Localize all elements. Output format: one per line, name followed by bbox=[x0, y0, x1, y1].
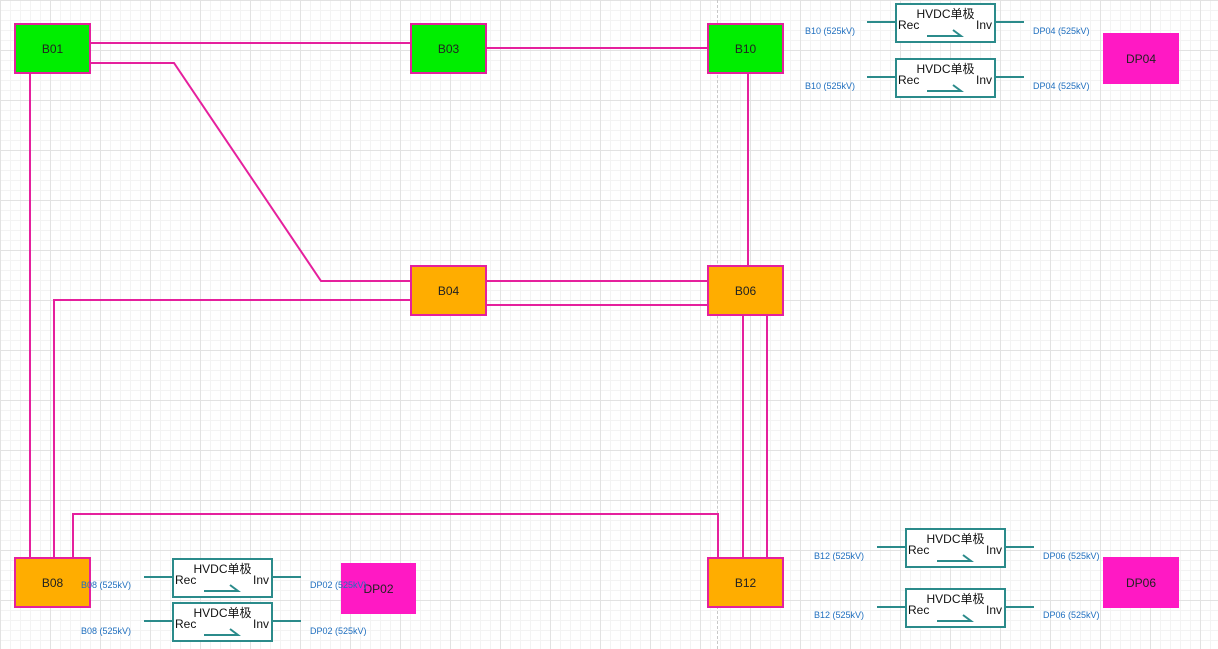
inv-label: Inv bbox=[252, 617, 269, 631]
hvdc-converter[interactable]: HVDC单极 Rec Inv bbox=[867, 58, 1024, 98]
converter-title: HVDC单极 bbox=[193, 606, 252, 620]
bus-b04[interactable]: B04 bbox=[410, 265, 487, 316]
input-lead bbox=[877, 546, 905, 548]
converter-arrow-icon bbox=[927, 84, 964, 92]
input-lead bbox=[867, 21, 895, 23]
hvdc-converter[interactable]: HVDC单极 Rec Inv bbox=[877, 588, 1034, 628]
rec-label: Rec bbox=[908, 603, 930, 617]
line-b04-b08 bbox=[53, 299, 412, 559]
converter-title: HVDC单极 bbox=[916, 62, 975, 76]
inv-label: Inv bbox=[985, 603, 1002, 617]
port-label-from: B12 (525kV) bbox=[814, 610, 865, 620]
bus-label: B03 bbox=[437, 41, 460, 56]
inv-label: Inv bbox=[985, 543, 1002, 557]
port-label-from: B10 (525kV) bbox=[805, 81, 856, 91]
converter-arrow-icon bbox=[927, 29, 964, 37]
output-lead bbox=[1006, 546, 1034, 548]
converter-title: HVDC单极 bbox=[926, 532, 985, 546]
port-label-to: DP04 (525kV) bbox=[1033, 81, 1090, 91]
port-label-to: DP02 (525kV) bbox=[310, 580, 367, 590]
inv-label: Inv bbox=[975, 18, 992, 32]
dc-node-label: DP04 bbox=[1125, 51, 1157, 66]
port-label-from: B10 (525kV) bbox=[805, 26, 856, 36]
bus-label: B08 bbox=[41, 575, 64, 590]
bus-label: B04 bbox=[437, 283, 460, 298]
rec-label: Rec bbox=[908, 543, 930, 557]
input-lead bbox=[867, 76, 895, 78]
converter-arrow-icon bbox=[937, 554, 974, 562]
input-lead bbox=[877, 606, 905, 608]
port-label-to: DP06 (525kV) bbox=[1043, 610, 1100, 620]
converter-arrow-icon bbox=[204, 628, 241, 636]
hvdc-converter[interactable]: HVDC单极 Rec Inv bbox=[144, 602, 301, 642]
hvdc-converter[interactable]: HVDC单极 Rec Inv bbox=[867, 3, 1024, 43]
hvdc-converter[interactable]: HVDC单极 Rec Inv bbox=[144, 558, 301, 598]
dc-node-dp06[interactable]: DP06 bbox=[1103, 557, 1179, 608]
output-lead bbox=[1006, 606, 1034, 608]
port-label-to: DP06 (525kV) bbox=[1043, 551, 1100, 561]
bus-b12[interactable]: B12 bbox=[707, 557, 784, 608]
port-label-to: DP04 (525kV) bbox=[1033, 26, 1090, 36]
bus-label: B01 bbox=[41, 41, 64, 56]
output-lead bbox=[996, 76, 1024, 78]
dc-node-label: DP06 bbox=[1125, 575, 1157, 590]
dc-node-dp02[interactable]: DP02 bbox=[341, 563, 416, 614]
dc-node-dp04[interactable]: DP04 bbox=[1103, 33, 1179, 84]
port-label-from: B08 (525kV) bbox=[81, 626, 132, 636]
bus-b01[interactable]: B01 bbox=[14, 23, 91, 74]
converter-arrow-icon bbox=[204, 584, 241, 592]
bus-label: B10 bbox=[734, 41, 757, 56]
converter-title: HVDC单极 bbox=[926, 592, 985, 606]
converter-arrow-icon bbox=[937, 614, 974, 622]
inv-label: Inv bbox=[975, 73, 992, 87]
rec-label: Rec bbox=[175, 573, 197, 587]
output-lead bbox=[996, 21, 1024, 23]
bus-b10[interactable]: B10 bbox=[707, 23, 784, 74]
port-label-to: DP02 (525kV) bbox=[310, 626, 367, 636]
line-b08-b12 bbox=[72, 513, 719, 559]
bus-label: B06 bbox=[734, 283, 757, 298]
input-lead bbox=[144, 576, 172, 578]
input-lead bbox=[144, 620, 172, 622]
port-label-from: B12 (525kV) bbox=[814, 551, 865, 561]
converter-title: HVDC单极 bbox=[193, 562, 252, 576]
page-break-guide bbox=[717, 0, 718, 649]
bus-label: B12 bbox=[734, 575, 757, 590]
rec-label: Rec bbox=[898, 73, 920, 87]
rec-label: Rec bbox=[898, 18, 920, 32]
port-label-from: B08 (525kV) bbox=[81, 580, 132, 590]
bus-b08[interactable]: B08 bbox=[14, 557, 91, 608]
inv-label: Inv bbox=[252, 573, 269, 587]
converter-title: HVDC单极 bbox=[916, 7, 975, 21]
bus-b06[interactable]: B06 bbox=[707, 265, 784, 316]
hvdc-converter[interactable]: HVDC单极 Rec Inv bbox=[877, 528, 1034, 568]
output-lead bbox=[273, 576, 301, 578]
output-lead bbox=[273, 620, 301, 622]
dc-node-label: DP02 bbox=[363, 581, 394, 596]
bus-b03[interactable]: B03 bbox=[410, 23, 487, 74]
line-b01-b04 bbox=[90, 62, 412, 282]
rec-label: Rec bbox=[175, 617, 197, 631]
